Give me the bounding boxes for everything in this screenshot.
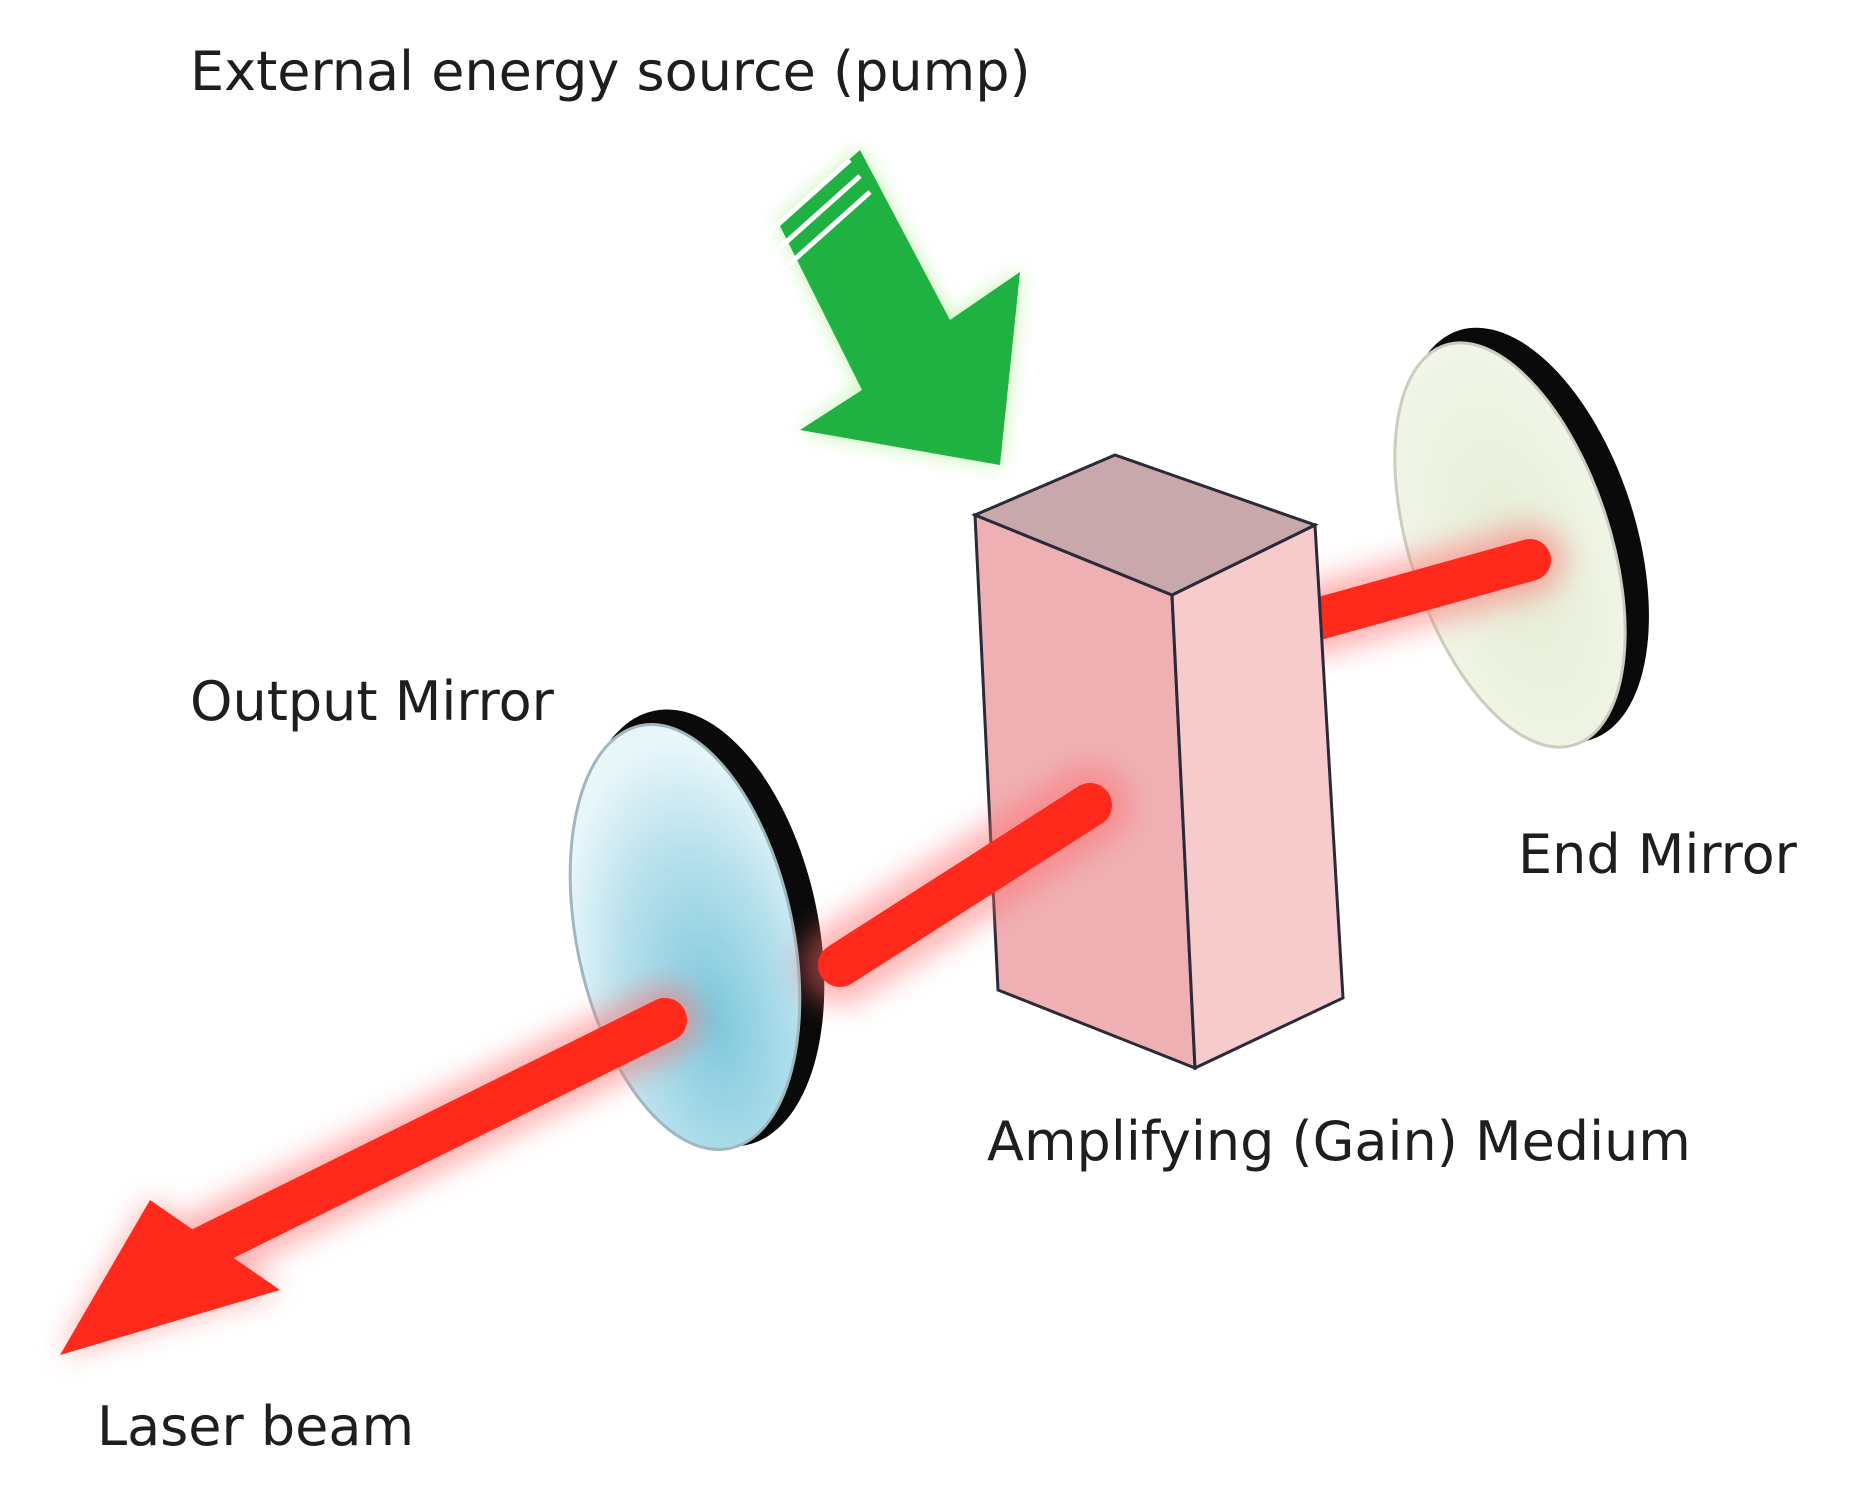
laser-beam-cavity <box>800 765 1130 1005</box>
laser-beam-output <box>60 985 700 1355</box>
gain-medium-box <box>971 453 1345 1071</box>
laser-beam-arrowhead-icon <box>60 1200 280 1355</box>
gain-medium-label: Amplifying (Gain) Medium <box>987 1110 1691 1173</box>
laser-beam-label: Laser beam <box>97 1395 414 1458</box>
gain-medium-top <box>971 453 1319 597</box>
output-mirror-label: Output Mirror <box>190 670 555 733</box>
laser-beam-line <box>168 998 687 1277</box>
pump-arrow-icon <box>763 150 1020 465</box>
end-mirror-label: End Mirror <box>1518 823 1798 886</box>
gain-medium-side <box>1170 522 1345 1071</box>
pump-label: External energy source (pump) <box>190 40 1031 103</box>
